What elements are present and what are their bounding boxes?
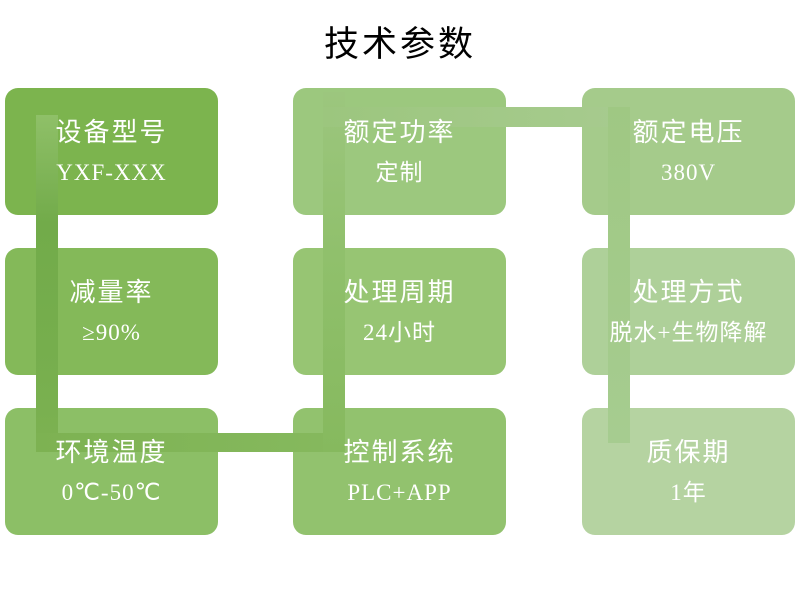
node-value: 24小时: [363, 319, 436, 345]
node-value: 0℃-50℃: [61, 479, 162, 505]
node-label: 处理周期: [343, 277, 456, 307]
node-label: 处理方式: [632, 277, 745, 307]
node-label: 额定功率: [343, 117, 456, 147]
node-value: YXF-XXX: [56, 159, 167, 185]
node-label: 环境温度: [55, 437, 168, 467]
connector-segment-top-bar: [323, 107, 630, 127]
connector-segment-bottom-bar: [36, 433, 345, 452]
node-value: ≥90%: [82, 319, 141, 345]
node-value: 脱水+生物降解: [609, 319, 768, 345]
connector-segment-col1-down: [36, 115, 58, 452]
connector-segment-col3-down: [608, 107, 630, 443]
node-value: 定制: [375, 159, 424, 185]
node-label: 质保期: [646, 437, 731, 467]
page-title: 技术参数: [323, 25, 476, 64]
connector-segment-col2-up: [323, 92, 345, 452]
node-value: 380V: [660, 159, 717, 185]
node-value: PLC+APP: [347, 479, 452, 505]
node-label: 减量率: [69, 277, 154, 307]
node-label: 控制系统: [343, 437, 456, 467]
node-value: 1年: [670, 479, 707, 505]
node-label: 设备型号: [55, 117, 168, 147]
node-label: 额定电压: [632, 117, 745, 147]
